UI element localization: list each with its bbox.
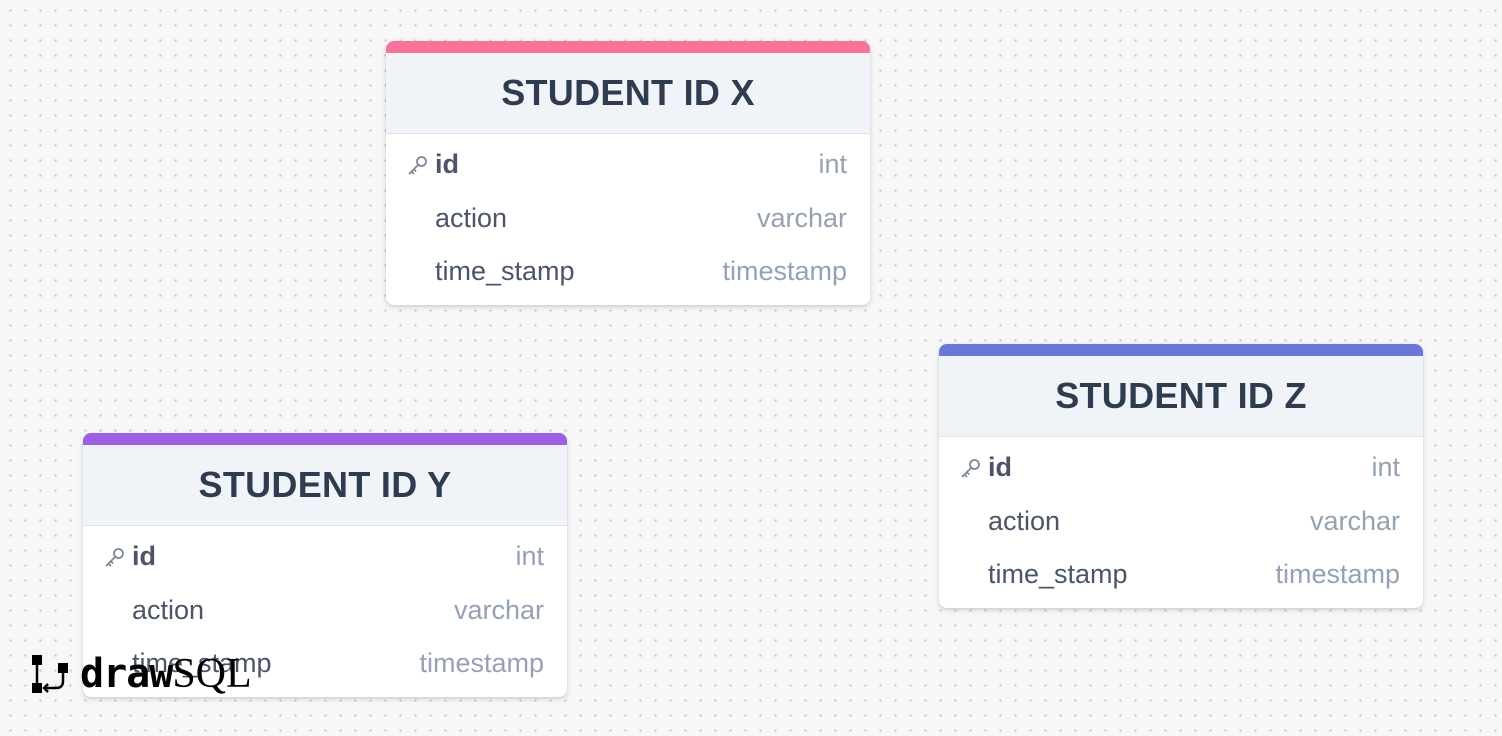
table-title: STUDENT ID Z (1055, 375, 1307, 416)
field-name: action (988, 505, 1061, 536)
table-header[interactable]: STUDENT ID Z (939, 356, 1423, 437)
field-row-action[interactable]: action varchar (386, 192, 870, 246)
key-icon (959, 456, 988, 480)
logo-text-sql: SQL (172, 651, 252, 697)
field-row-id[interactable]: id int (939, 441, 1423, 495)
table-accent-bar (386, 41, 870, 53)
field-name: action (435, 202, 508, 233)
field-row-time-stamp[interactable]: time_stamp timestamp (939, 548, 1423, 602)
field-type: timestamp (722, 256, 847, 287)
field-name: id (435, 149, 459, 180)
field-name: time_stamp (435, 256, 575, 287)
table-accent-bar (939, 344, 1423, 356)
table-student-id-x[interactable]: STUDENT ID X id int action varchar time_… (386, 41, 870, 305)
field-row-time-stamp[interactable]: time_stamp timestamp (386, 245, 870, 299)
key-icon (103, 545, 132, 569)
field-type: varchar (756, 202, 847, 233)
field-row-action[interactable]: action varchar (83, 584, 567, 638)
field-type: varchar (453, 594, 544, 625)
table-accent-bar (83, 433, 567, 445)
table-title: STUDENT ID X (501, 72, 755, 113)
field-name: time_stamp (132, 648, 272, 679)
table-fields: id int action varchar time_stamp timesta… (939, 437, 1423, 608)
field-name: time_stamp (988, 559, 1128, 590)
drawsql-logo: draw SQL (30, 651, 252, 697)
field-type: varchar (1309, 505, 1400, 536)
drawsql-logo-icon (32, 655, 68, 693)
field-type: int (1371, 452, 1400, 483)
logo-text-draw: draw (80, 651, 173, 697)
table-header[interactable]: STUDENT ID Y (83, 445, 567, 526)
field-type: int (515, 541, 544, 572)
table-title: STUDENT ID Y (198, 464, 452, 505)
table-header[interactable]: STUDENT ID X (386, 53, 870, 134)
table-student-id-z[interactable]: STUDENT ID Z id int action varchar time_… (939, 344, 1423, 608)
field-row-action[interactable]: action varchar (939, 495, 1423, 549)
field-row-id[interactable]: id int (386, 138, 870, 192)
field-row-time-stamp[interactable]: time_stamp timestamp (83, 637, 567, 691)
field-type: timestamp (419, 648, 544, 679)
table-student-id-y[interactable]: STUDENT ID Y id int action varchar time_… (83, 433, 567, 697)
field-name: action (132, 594, 205, 625)
field-name: id (988, 452, 1012, 483)
field-name: id (132, 541, 156, 572)
key-icon (406, 153, 435, 177)
field-type: timestamp (1275, 559, 1400, 590)
table-fields: id int action varchar time_stamp timesta… (83, 526, 567, 697)
field-row-id[interactable]: id int (83, 530, 567, 584)
field-type: int (818, 149, 847, 180)
table-fields: id int action varchar time_stamp timesta… (386, 134, 870, 305)
